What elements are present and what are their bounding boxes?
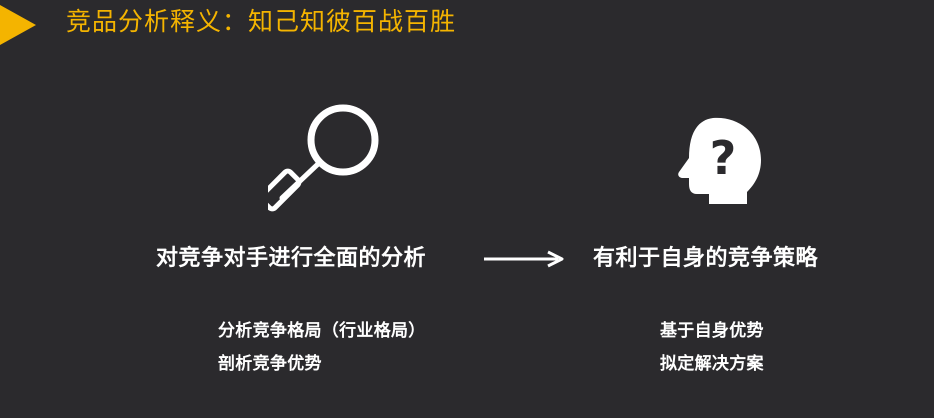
right-arrow-icon [484,250,564,268]
head-question-icon: ? [678,117,761,204]
right-point: 拟定解决方案 [660,354,764,374]
right-heading: 有利于自身的竞争策略 [593,246,819,271]
right-point: 基于自身优势 [660,321,764,341]
svg-text:?: ? [710,131,737,185]
slide-title: 竞品分析释义：知己知彼百战百胜 [66,7,457,36]
left-point: 分析竞争格局（行业格局） [218,321,426,341]
left-heading: 对竞争对手进行全面的分析 [156,246,427,271]
magnifier-icon [268,104,379,212]
title-marker-icon [0,5,36,45]
left-point: 剖析竞争优势 [218,354,322,374]
